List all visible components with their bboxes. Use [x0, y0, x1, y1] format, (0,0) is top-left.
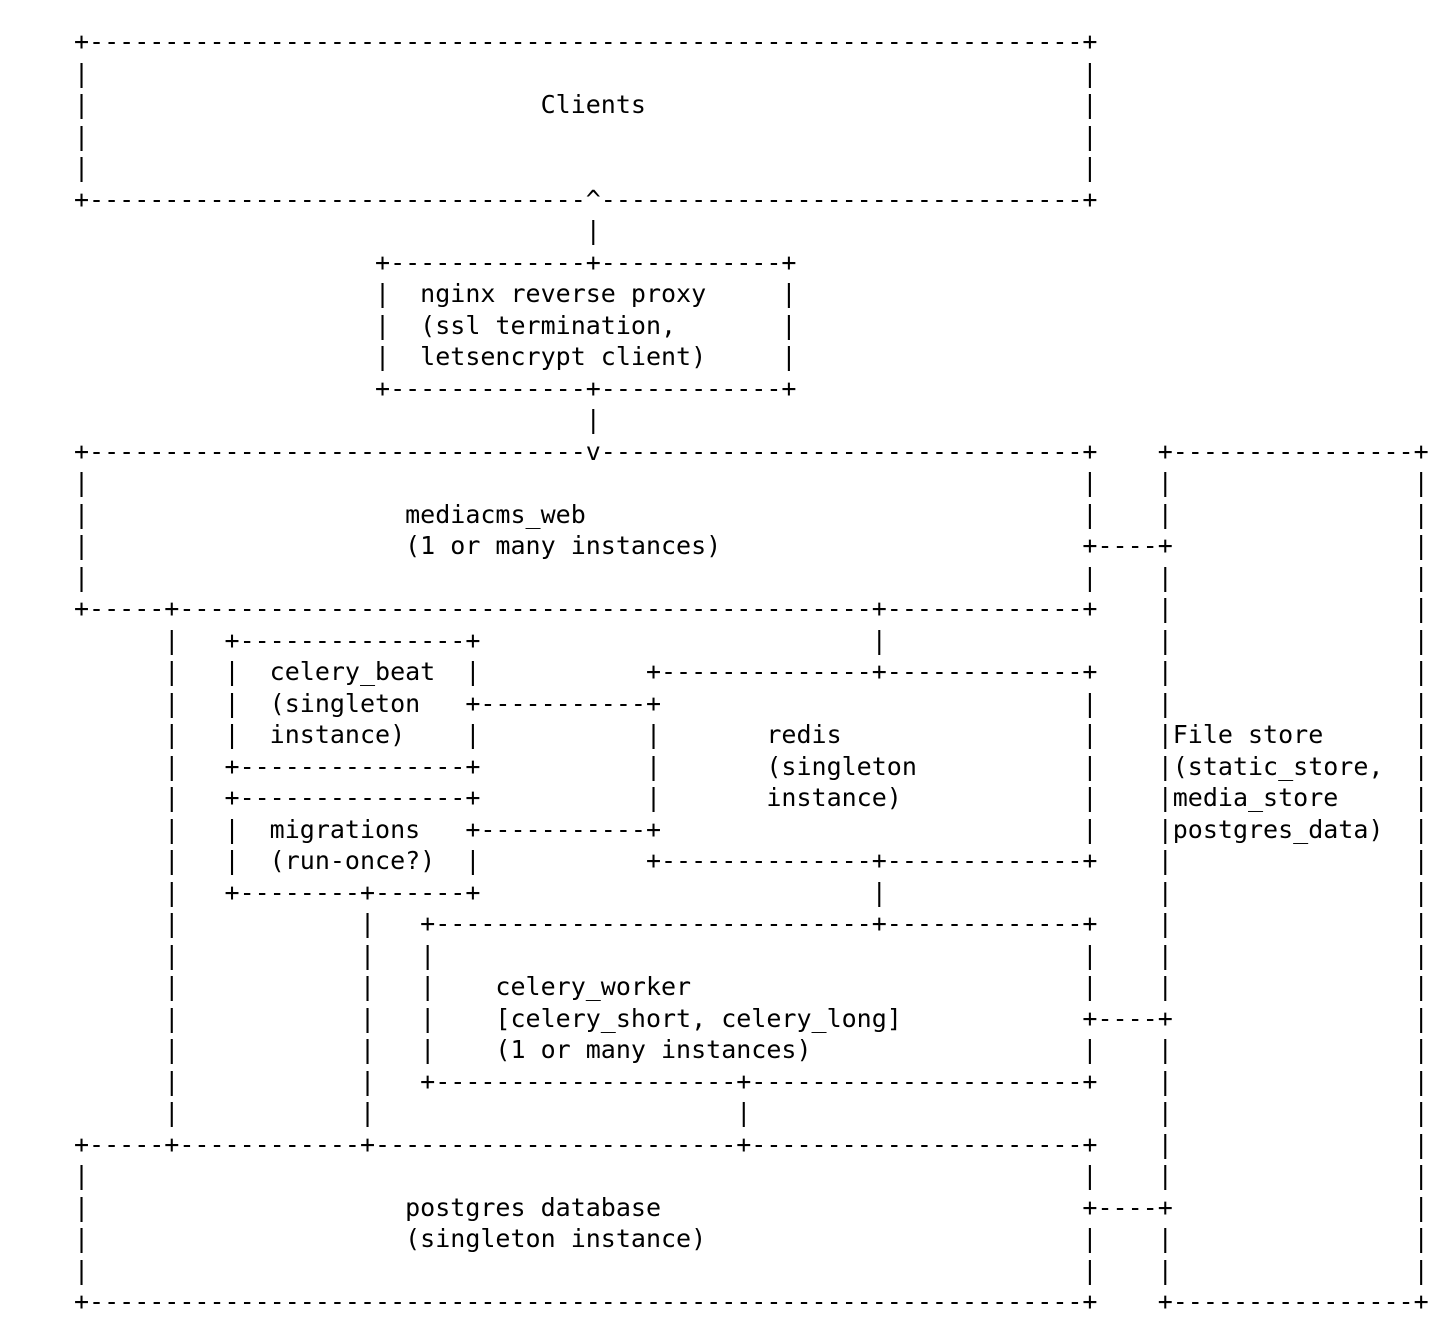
ascii-architecture-diagram: +---------------------------------------…: [74, 27, 1429, 1316]
